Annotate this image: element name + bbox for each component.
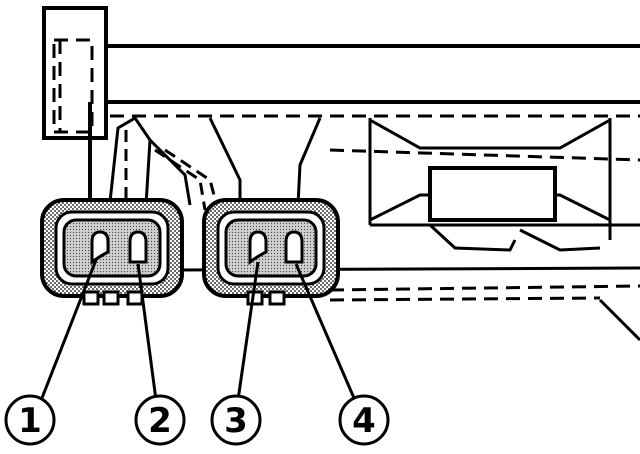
callout-1: 1 (4, 394, 56, 446)
callout-4: 4 (338, 394, 390, 446)
relay-housing (368, 118, 640, 252)
relay-hidden-lines (329, 148, 640, 302)
pin-3-terminal (248, 230, 268, 265)
callout-2: 2 (134, 394, 186, 446)
connector-b (202, 198, 340, 306)
pin-2-terminal (128, 230, 148, 264)
wire-harness (108, 115, 322, 206)
callout-2-label: 2 (148, 401, 172, 441)
connector-a (40, 198, 184, 306)
pin-1-terminal (90, 230, 110, 265)
wire-hidden (124, 130, 220, 211)
connector-a-tabs (82, 290, 144, 306)
bracket-hidden-lines (52, 38, 640, 134)
leader-lines (40, 259, 356, 401)
callout-3: 3 (210, 394, 262, 446)
callout-4-label: 4 (352, 401, 376, 441)
support-line (598, 298, 640, 342)
pin-4-terminal (284, 230, 304, 264)
callout-3-label: 3 (224, 401, 248, 441)
callout-1-label: 1 (18, 401, 42, 441)
